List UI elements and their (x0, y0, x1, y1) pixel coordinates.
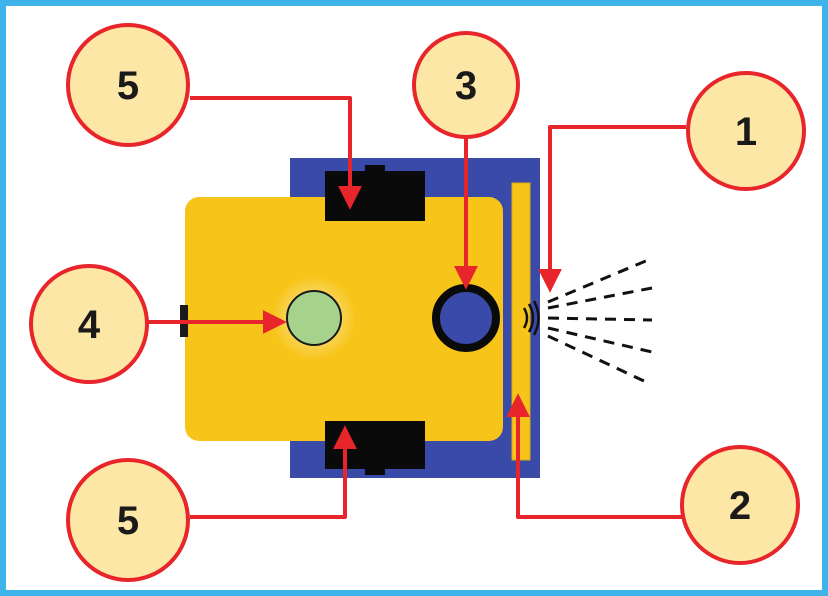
callout-5-top: 5 (66, 23, 190, 147)
wheel-top (325, 165, 425, 221)
callout-3: 3 (412, 31, 520, 139)
callout-label: 5 (117, 64, 139, 108)
callout-label: 2 (729, 484, 751, 528)
emission-rays (547, 258, 653, 384)
callout-1: 1 (686, 71, 806, 191)
callout-label: 1 (735, 110, 757, 154)
emitter (522, 300, 540, 336)
callout-label: 4 (78, 303, 101, 347)
green-led (286, 290, 342, 346)
callout-2: 2 (680, 445, 800, 565)
arrow-5-top (190, 96, 362, 210)
arrow-2 (506, 393, 686, 519)
callout-4: 4 (29, 264, 149, 384)
front-bumper (511, 182, 531, 461)
blue-sensor (432, 284, 500, 352)
callout-5-bottom: 5 (66, 458, 190, 582)
callout-label: 3 (455, 64, 477, 108)
wheel-bottom (325, 421, 425, 475)
arrow-5-bottom (190, 425, 357, 519)
arrow-1 (538, 125, 686, 293)
callout-label: 5 (117, 499, 139, 543)
